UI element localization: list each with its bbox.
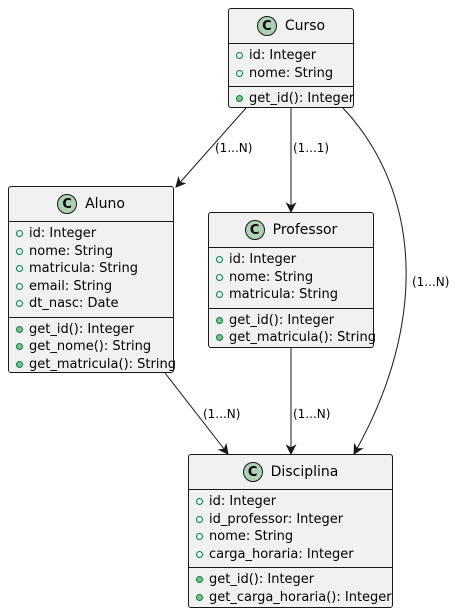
public-method-icon <box>16 325 23 333</box>
class-name: Aluno <box>85 196 125 212</box>
attribute-row: id: Integer <box>189 493 392 511</box>
public-method-icon <box>16 343 23 351</box>
attribute-row: matricula: String <box>209 286 373 304</box>
attribute-label: id: Integer <box>209 494 277 509</box>
method-label: get_id(): Integer <box>209 572 315 587</box>
public-attribute-icon <box>236 52 243 60</box>
attribute-row: dt_nasc: Date <box>9 295 173 313</box>
attributes-section: id: Integer nome: String matricula: Stri… <box>209 248 373 308</box>
public-method-icon <box>196 593 203 601</box>
attribute-row: carga_horaria: Integer <box>189 546 392 564</box>
class-curso[interactable]: C Curso id: Integer nome: String get_id(… <box>228 8 354 108</box>
attribute-row: id: Integer <box>209 251 373 269</box>
class-c-icon: C <box>256 16 277 36</box>
attribute-label: nome: String <box>209 529 294 544</box>
method-label: get_id(): Integer <box>249 91 355 106</box>
edge-label-curso-professor: (1...1) <box>293 141 329 155</box>
edge-aluno-disciplina <box>164 372 229 455</box>
attribute-label: matricula: String <box>29 261 138 276</box>
attribute-label: email: String <box>29 278 113 294</box>
class-professor[interactable]: C Professor id: Integer nome: String mat… <box>208 212 376 351</box>
public-method-icon <box>216 334 223 342</box>
public-attribute-icon <box>196 515 203 523</box>
attributes-section: id: Integer nome: String matricula: Stri… <box>9 222 173 317</box>
attribute-label: matricula: String <box>229 287 338 302</box>
methods-section: get_id(): Integer <box>229 86 355 112</box>
public-attribute-icon <box>196 498 203 506</box>
edge-curso-disciplina <box>342 107 407 455</box>
public-attribute-icon <box>16 300 23 308</box>
edge-label-professor-disciplina: (1...N) <box>293 407 330 421</box>
attribute-row: id_professor: Integer <box>189 511 392 529</box>
public-attribute-icon <box>196 533 203 541</box>
attributes-section: id: Integer id_professor: Integer nome: … <box>189 490 392 567</box>
attribute-label: nome: String <box>249 65 334 81</box>
public-method-icon <box>16 360 23 368</box>
class-name: Professor <box>272 222 338 238</box>
class-name: Curso <box>284 18 326 34</box>
class-c-icon: C <box>242 462 263 482</box>
method-row: get_id(): Integer <box>9 321 173 339</box>
public-attribute-icon <box>196 550 203 558</box>
methods-section: get_id(): Integer get_matricula(): Strin… <box>209 307 376 351</box>
attribute-row: nome: String <box>229 65 353 83</box>
method-label: get_matricula(): String <box>29 356 176 372</box>
class-disciplina[interactable]: C Disciplina id: Integer id_professor: I… <box>188 454 393 608</box>
attribute-label: dt_nasc: Date <box>29 296 119 311</box>
public-method-icon <box>216 316 223 324</box>
attribute-label: nome: String <box>229 269 314 285</box>
class-name: Disciplina <box>270 464 339 480</box>
methods-section: get_id(): Integer get_carga_horaria(): I… <box>189 567 392 610</box>
methods-section: get_id(): Integer get_nome(): String get… <box>9 316 176 378</box>
public-attribute-icon <box>16 265 23 273</box>
method-row: get_id(): Integer <box>209 312 373 330</box>
class-c-icon: C <box>57 194 78 214</box>
method-label: get_id(): Integer <box>229 312 335 328</box>
class-header: C Professor <box>209 213 373 248</box>
public-attribute-icon <box>216 291 223 299</box>
public-attribute-icon <box>16 282 23 290</box>
public-method-icon <box>196 576 203 584</box>
method-row: get_nome(): String <box>9 338 173 356</box>
attribute-label: carga_horaria: Integer <box>209 546 354 562</box>
method-label: get_id(): Integer <box>29 321 135 337</box>
public-attribute-icon <box>216 256 223 264</box>
public-attribute-icon <box>216 273 223 281</box>
method-label: get_matricula(): String <box>229 330 376 345</box>
edge-curso-aluno <box>175 107 247 188</box>
attribute-label: id_professor: Integer <box>209 511 344 527</box>
class-header: C Disciplina <box>189 455 392 490</box>
method-row: get_matricula(): String <box>209 329 376 347</box>
attribute-row: email: String <box>9 278 173 296</box>
attribute-label: id: Integer <box>229 252 297 267</box>
method-row: get_id(): Integer <box>189 571 392 589</box>
attribute-row: nome: String <box>209 269 373 287</box>
attributes-section: id: Integer nome: String <box>229 44 353 86</box>
public-attribute-icon <box>16 247 23 255</box>
edge-label-aluno-disciplina: (1...N) <box>203 407 240 421</box>
attribute-row: nome: String <box>189 528 392 546</box>
attribute-row: nome: String <box>9 243 173 261</box>
attribute-row: id: Integer <box>9 225 173 243</box>
method-row: get_id(): Integer <box>229 90 355 108</box>
attribute-label: id: Integer <box>249 48 317 63</box>
public-attribute-icon <box>236 69 243 77</box>
public-attribute-icon <box>16 230 23 238</box>
attribute-label: nome: String <box>29 243 114 259</box>
edge-label-curso-aluno: (1...N) <box>215 141 252 155</box>
method-row: get_carga_horaria(): Integer <box>189 589 392 607</box>
class-header: C Aluno <box>9 187 173 222</box>
public-method-icon <box>236 95 243 103</box>
attribute-row: id: Integer <box>229 47 353 65</box>
class-c-icon: C <box>244 220 265 240</box>
class-aluno[interactable]: C Aluno id: Integer nome: String matricu… <box>8 186 176 373</box>
attribute-row: matricula: String <box>9 260 173 278</box>
edge-label-curso-disciplina: (1...N) <box>412 275 449 289</box>
method-row: get_matricula(): String <box>9 356 176 374</box>
attribute-label: id: Integer <box>29 226 97 241</box>
method-label: get_nome(): String <box>29 339 152 354</box>
method-label: get_carga_horaria(): Integer <box>209 589 392 605</box>
class-header: C Curso <box>229 9 353 44</box>
